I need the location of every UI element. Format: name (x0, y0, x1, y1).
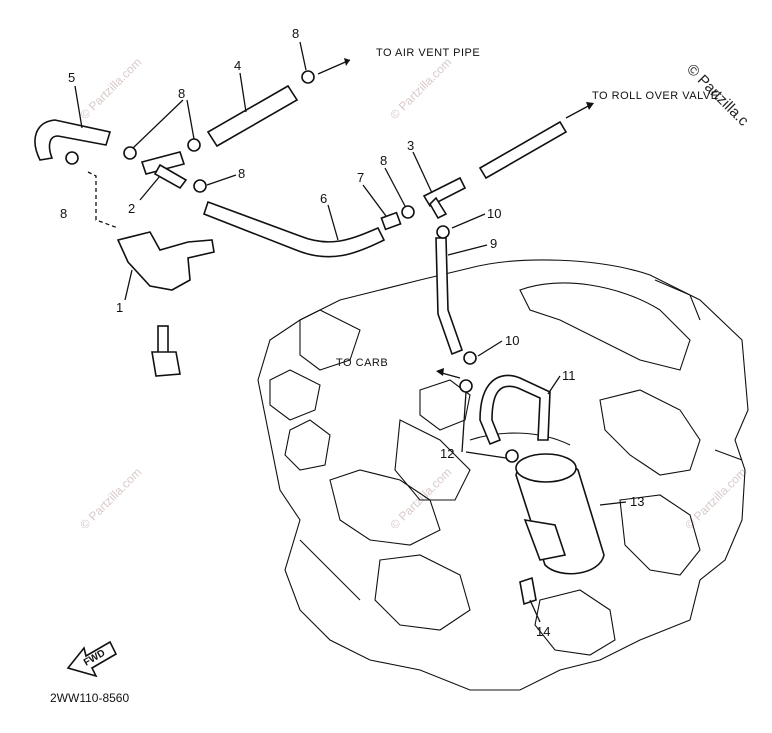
callout-8: 8 (380, 153, 387, 168)
callout-1: 1 (116, 300, 123, 315)
leader-lines (74, 41, 627, 623)
direction-arrows (317, 58, 594, 379)
part-1-valve (116, 231, 215, 377)
watermarks: © Partzilla.com © Partzilla.com © Partzi… (77, 55, 752, 532)
part-11-u-hose (479, 374, 551, 446)
callouts: 5 4 8 8 8 8 2 6 7 8 3 10 9 10 11 12 13 1… (60, 26, 644, 639)
watermark: © Partzilla.com (77, 55, 144, 122)
part-4-hose (206, 84, 299, 148)
callout-9: 9 (490, 236, 497, 251)
engine-outline (257, 259, 749, 691)
route-labels: TO AIR VENT PIPE TO ROLL OVER VALVE TO C… (336, 47, 719, 369)
part-13-canister (515, 453, 605, 575)
callout-11: 11 (562, 368, 576, 383)
callout-10: 10 (505, 333, 519, 348)
callout-6: 6 (320, 191, 327, 206)
label-roll-over: TO ROLL OVER VALVE (592, 90, 719, 102)
callout-4: 4 (234, 58, 241, 73)
callout-5: 5 (68, 70, 75, 85)
part-5-bent-hose (34, 119, 112, 161)
part-14-bolt (519, 576, 537, 606)
callout-3: 3 (407, 138, 414, 153)
part-6-hose (203, 200, 386, 258)
fwd-arrow: FWD (66, 640, 118, 678)
callout-2: 2 (128, 201, 135, 216)
label-air-vent: TO AIR VENT PIPE (376, 47, 480, 59)
callout-13: 13 (630, 494, 644, 509)
callout-7: 7 (357, 170, 364, 185)
part-2-t-joint (140, 151, 188, 190)
rollover-hose (478, 120, 568, 180)
watermark: © Partzilla.com (387, 465, 454, 532)
watermark: © Partzilla.com (77, 465, 144, 532)
part-3-joint (422, 176, 467, 220)
callout-8: 8 (60, 206, 67, 221)
callout-8: 8 (178, 86, 185, 101)
callout-8: 8 (238, 166, 245, 181)
label-carb: TO CARB (336, 357, 388, 369)
drawing-code: 2WW110-8560 (50, 691, 129, 705)
callout-12: 12 (440, 446, 454, 461)
callout-14: 14 (536, 624, 550, 639)
part-7-fitting (380, 211, 402, 231)
callout-10: 10 (487, 206, 501, 221)
clamps (65, 70, 519, 463)
watermark: © Partzilla.com (387, 55, 454, 122)
callout-8: 8 (292, 26, 299, 41)
